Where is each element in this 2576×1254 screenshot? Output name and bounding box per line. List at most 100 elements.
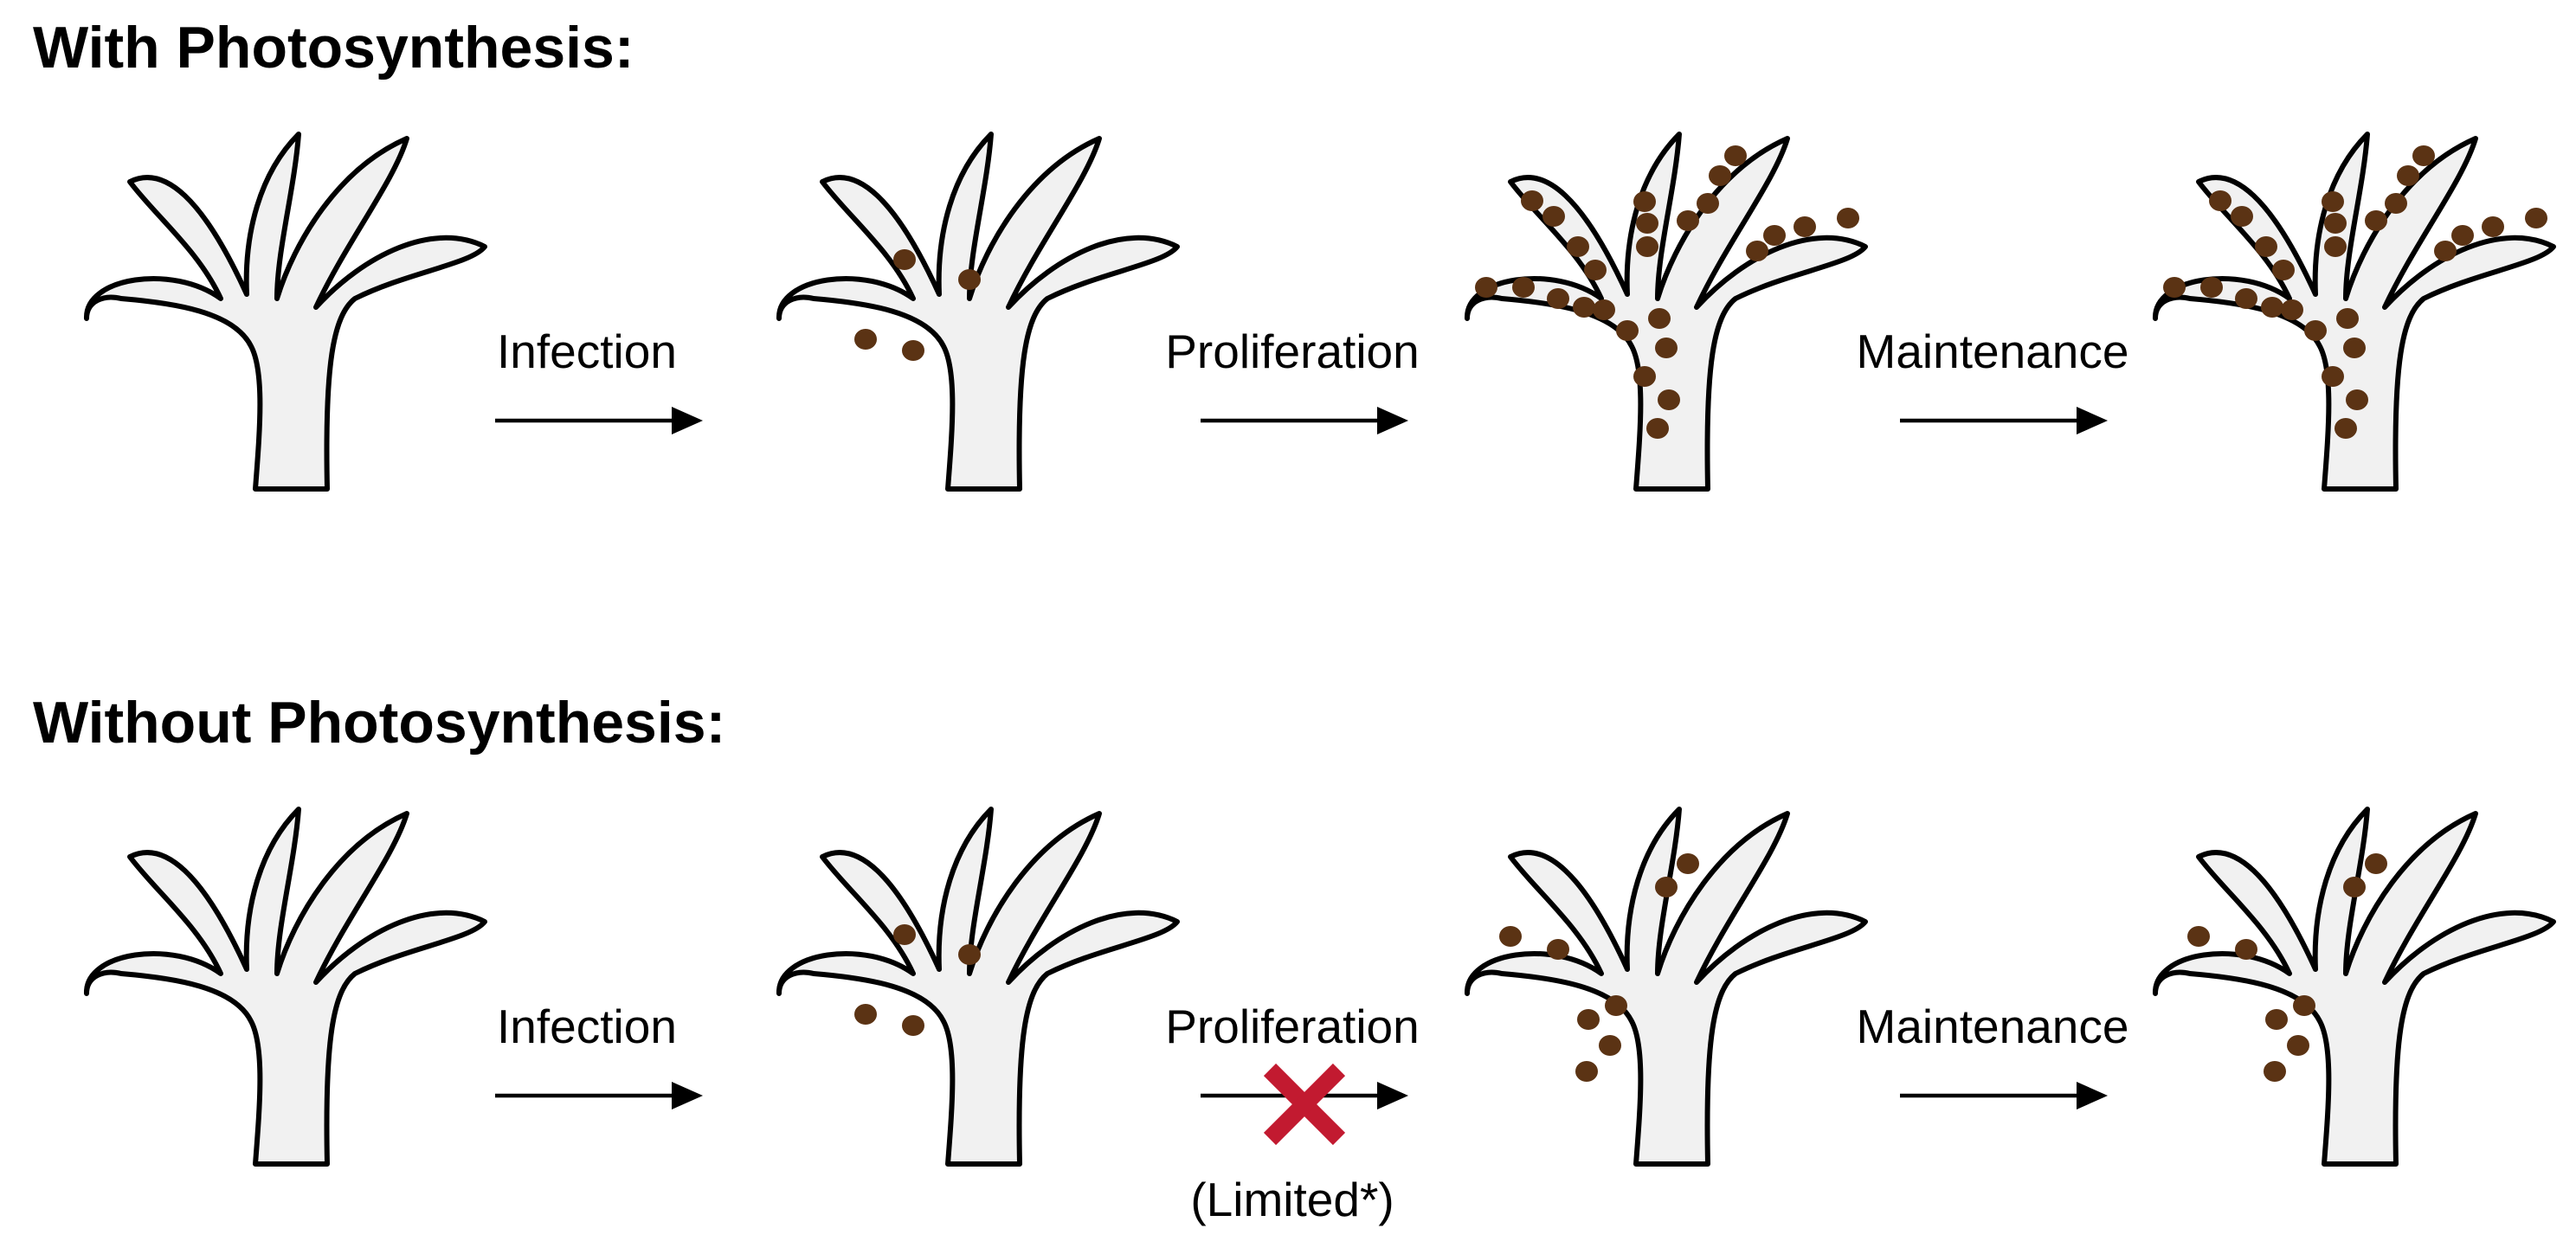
blocked-x-icon: [1263, 1063, 1346, 1146]
symbiont-cell: [2525, 208, 2547, 228]
symbiont-cell: [2324, 236, 2347, 257]
symbiont-cell: [2272, 260, 2295, 280]
step-maintenance: Maintenance: [1857, 325, 2128, 434]
symbiont-cell: [2412, 145, 2435, 166]
symbiont-cell: [1648, 308, 1671, 329]
symbiont-cell: [1593, 299, 1615, 320]
symbiont-cell: [1573, 297, 1595, 318]
symbiont-cell: [2334, 418, 2357, 439]
symbiont-cell: [1542, 206, 1565, 227]
polyp-icon: [779, 809, 1177, 1164]
symbiont-cell: [2365, 210, 2387, 231]
symbiont-cell: [1646, 418, 1669, 439]
symbiont-cell: [2343, 338, 2366, 358]
symbiont-cell: [2231, 206, 2253, 227]
symbiont-cell: [1763, 225, 1786, 246]
step-note: (Limited*): [1190, 1173, 1394, 1226]
polyp-icon: [779, 134, 1177, 489]
symbiont-cell: [2209, 190, 2231, 211]
symbiont-cell: [1547, 939, 1569, 960]
symbiont-cell: [2397, 165, 2419, 186]
symbiont-cell: [1709, 165, 1731, 186]
symbiont-cell: [2365, 853, 2387, 874]
arrow-head: [672, 1082, 703, 1109]
symbiont-cell: [2264, 1061, 2286, 1082]
polyp-icon: [1467, 809, 1865, 1164]
symbiont-cell: [1746, 241, 1768, 261]
polyp-outline: [2155, 809, 2553, 1164]
symbiont-cell: [1655, 338, 1678, 358]
symbiont-cell: [958, 944, 981, 965]
symbiont-cell: [1837, 208, 1859, 228]
symbiont-cell: [2336, 308, 2359, 329]
symbiont-cell: [2255, 236, 2277, 257]
symbiont-cell: [1636, 236, 1658, 257]
symbiont-cell: [2235, 939, 2257, 960]
symbiont-cell: [1599, 1035, 1621, 1056]
arrow-head: [2077, 1082, 2108, 1109]
step-label: Infection: [497, 325, 677, 378]
symbiont-cell: [1575, 1061, 1598, 1082]
polyp-icon: [87, 809, 485, 1164]
symbiont-cell: [1677, 210, 1699, 231]
step-proliferation: Proliferation: [1165, 325, 1420, 434]
symbiont-cell: [1521, 190, 1543, 211]
polyp-outline: [779, 134, 1177, 489]
symbiont-cell: [2322, 191, 2344, 212]
row-title: Without Photosynthesis:: [33, 690, 725, 756]
arrow-head: [1377, 407, 1408, 434]
symbiont-cell: [2451, 225, 2474, 246]
symbiont-cell: [1475, 277, 1497, 298]
symbiont-cell: [893, 249, 916, 270]
symbiont-cell: [1655, 877, 1678, 897]
polyp-icon: [2155, 809, 2553, 1164]
symbiont-cell: [902, 1015, 924, 1036]
symbiont-cell: [2287, 1035, 2309, 1056]
symbiont-cell: [2281, 299, 2303, 320]
symbiont-cell: [2235, 288, 2257, 309]
symbiont-cell: [854, 1004, 877, 1025]
symbiont-cell: [1636, 213, 1658, 234]
symbiont-cell: [1605, 995, 1627, 1016]
symbiont-cell: [1616, 320, 1639, 341]
symbiont-cell: [1547, 288, 1569, 309]
step-proliferation: Proliferation (Limited*): [1165, 1000, 1419, 1226]
symbiont-cell: [2187, 926, 2210, 947]
symbiont-cell: [2265, 1009, 2288, 1030]
symbiont-cell: [1633, 366, 1656, 387]
polyp-outline: [87, 134, 485, 489]
symbiont-cell: [1724, 145, 1747, 166]
arrow-head: [2077, 407, 2108, 434]
polyp-icon: [2155, 134, 2553, 489]
symbiont-cell: [2434, 241, 2457, 261]
symbiont-cell: [958, 269, 981, 290]
polyp-outline: [87, 809, 485, 1164]
polyp-icon: [1467, 134, 1865, 489]
symbiont-cell: [2261, 297, 2283, 318]
symbiont-cell: [2324, 213, 2347, 234]
symbiont-cell: [1567, 236, 1589, 257]
step-infection: Infection: [495, 325, 703, 434]
symbiont-cell: [1794, 216, 1816, 237]
symbiont-cell: [2343, 877, 2366, 897]
symbiont-cell: [1677, 853, 1699, 874]
symbiont-cell: [2322, 366, 2344, 387]
symbiont-cell: [2304, 320, 2327, 341]
symbiont-cell: [1697, 193, 1719, 214]
step-label: Proliferation: [1165, 1000, 1419, 1053]
symbiont-cell: [1499, 926, 1522, 947]
symbiont-cell: [2346, 389, 2368, 410]
symbiont-cell: [893, 924, 916, 945]
symbiont-cell: [2200, 277, 2223, 298]
symbiont-cell: [902, 340, 924, 361]
symbiont-cell: [1577, 1009, 1600, 1030]
polyp-icon: [87, 134, 485, 489]
symbiont-cell: [2482, 216, 2504, 237]
symbiont-cell: [1512, 277, 1535, 298]
polyp-outline: [1467, 809, 1865, 1164]
symbiont-cell: [854, 329, 877, 350]
step-maintenance: Maintenance: [1857, 1000, 2128, 1109]
